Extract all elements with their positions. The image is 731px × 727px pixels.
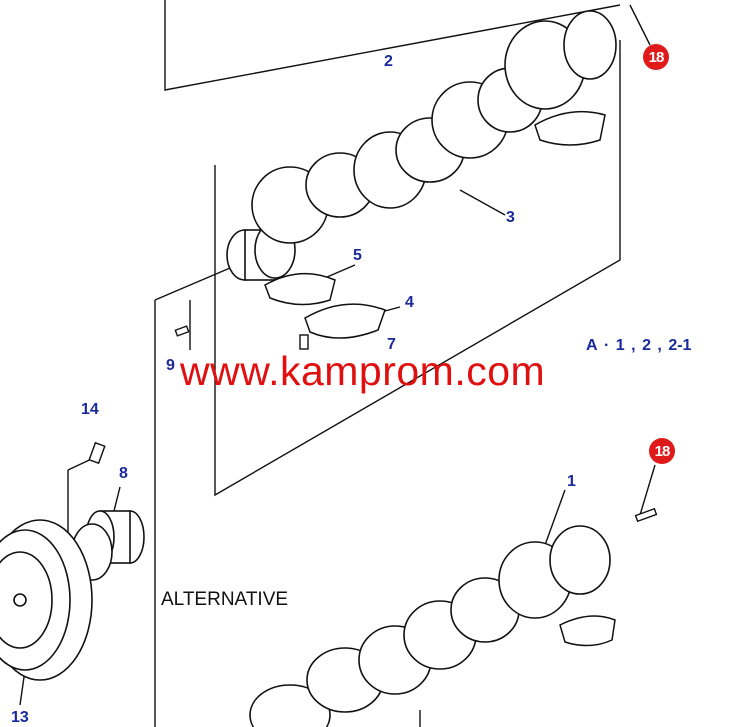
callout-2: 2 — [384, 53, 393, 70]
callout-1: 1 — [567, 473, 576, 490]
crankshaft-upper — [226, 10, 617, 281]
callout-4: 4 — [405, 294, 414, 311]
callout-13: 13 — [11, 709, 29, 726]
bearing-shells-upper — [264, 110, 606, 339]
callout-14: 14 — [81, 401, 99, 418]
callout-5: 5 — [353, 247, 362, 264]
applicability-v2: 2 — [642, 337, 651, 354]
alternative-label: ALTERNATIVE — [161, 589, 289, 610]
leader-line-d — [544, 489, 566, 546]
leader-line-h — [459, 189, 506, 216]
bearing-shells-lower — [559, 615, 616, 647]
watermark: www.kamprom.com — [180, 348, 546, 394]
leader-line-l — [629, 4, 651, 46]
applicability-comma2: , — [657, 337, 662, 354]
applicability-v3: 2-1 — [668, 337, 692, 354]
applicability-note: A · 1 , 2 , 2-1 — [586, 337, 693, 355]
ref-badge-18-top: 18 — [643, 44, 669, 70]
leader-line-a — [154, 267, 231, 301]
callout-8: 8 — [119, 465, 128, 482]
leader-line-e — [639, 464, 656, 516]
damper-pulley — [0, 519, 93, 681]
callout-7: 7 — [387, 336, 396, 353]
applicability-dot: · — [604, 337, 610, 354]
applicability-v1: 1 — [615, 337, 625, 354]
ref-badge-18-bottom: 18 — [649, 438, 675, 464]
applicability-letter: A — [586, 337, 598, 354]
small-parts — [88, 325, 658, 523]
crankshaft-lower — [249, 525, 611, 727]
frame-line-upper — [214, 40, 621, 497]
frame-line-top — [164, 0, 621, 91]
callout-9: 9 — [166, 357, 175, 374]
applicability-comma1: , — [631, 337, 636, 354]
callout-3: 3 — [506, 209, 515, 226]
